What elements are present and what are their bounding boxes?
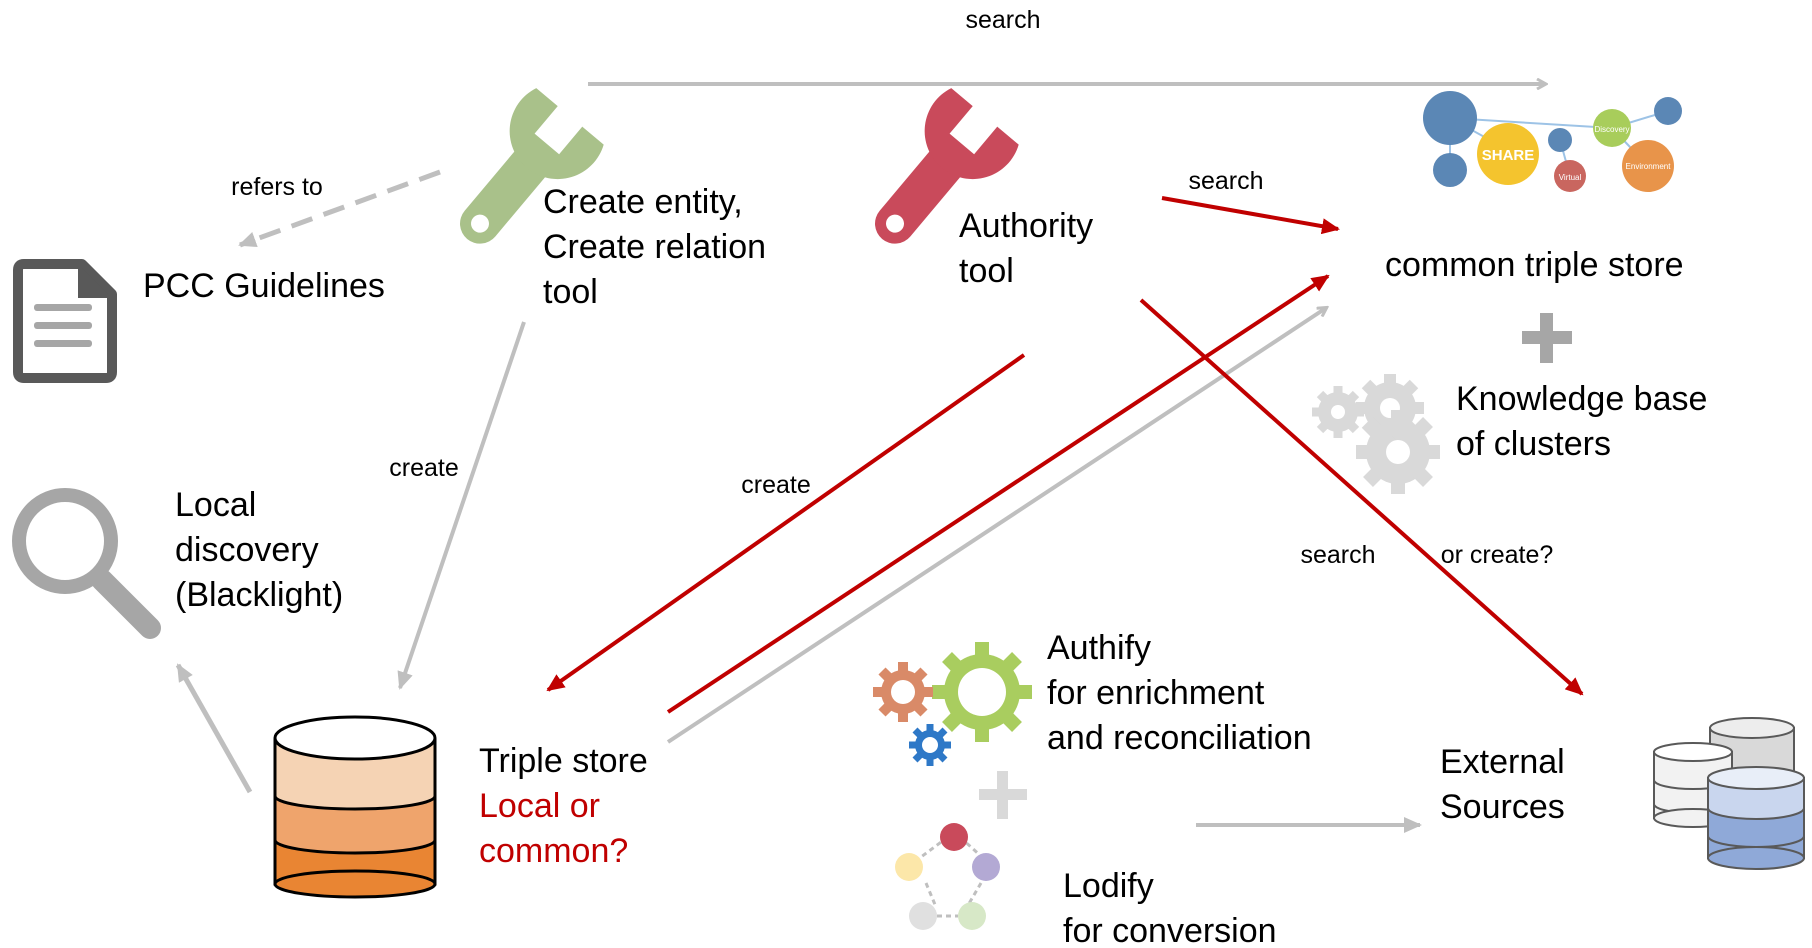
external-sources-label: External Sources (1440, 743, 1574, 826)
refers-to-label: refers to (231, 173, 323, 201)
search-arrow-red (1161, 196, 1340, 235)
common-triple-store-label: common triple store (1385, 246, 1684, 284)
virtual-label: Virtual (1559, 173, 1582, 182)
knowledge-base-label: Knowledge base of clusters (1456, 380, 1717, 463)
discovery-label: Discovery (1594, 125, 1629, 134)
pcc-guidelines-label: PCC Guidelines (143, 267, 385, 305)
authify-label: Authify for enrichment and reconciliatio… (1047, 629, 1312, 757)
network-icon: SHARE Discovery Virtual Environment (1423, 91, 1682, 192)
gears-icon (873, 642, 1032, 766)
create-arrow-left (397, 321, 526, 690)
magnifier-icon (12, 488, 161, 639)
cycle-icon (895, 823, 1000, 930)
arrows (175, 84, 1584, 833)
search-label-top: search (965, 6, 1040, 34)
search-label-low: search (1300, 541, 1375, 569)
wrench-icon (460, 88, 604, 244)
wrench-icon (875, 88, 1019, 244)
share-bubble (1477, 123, 1539, 185)
authority-tool-label: Authority tool (959, 207, 1103, 290)
plus-icon (1522, 313, 1572, 363)
triple-to-common-red (666, 274, 1330, 714)
search-label-red: search (1188, 167, 1263, 195)
local-discovery-label: Local discovery (Blacklight) (175, 486, 343, 614)
create-tool-label: Create entity, Create relation tool (543, 183, 775, 311)
lodify-label: Lodify for conversion (1063, 867, 1277, 948)
plus-icon (979, 771, 1027, 819)
refers-to-arrow (238, 169, 441, 248)
database-icon (1653, 717, 1805, 870)
or-create-label: or create? (1441, 541, 1554, 569)
triple-store-question: Local or common? (479, 787, 628, 870)
create-label-left: create (389, 454, 458, 482)
search-arrow-external (1139, 298, 1584, 696)
discovery-arrow (175, 663, 253, 794)
environment-label: Environment (1626, 162, 1672, 171)
triple-to-common-grey (666, 308, 1326, 744)
database-icon (273, 715, 437, 899)
share-label: SHARE (1482, 147, 1535, 164)
create-arrow-red (546, 353, 1026, 692)
triple-store-label: Triple store (479, 742, 648, 780)
gears-icon (1312, 374, 1440, 494)
create-label-mid: create (741, 471, 810, 499)
document-icon (13, 259, 117, 383)
